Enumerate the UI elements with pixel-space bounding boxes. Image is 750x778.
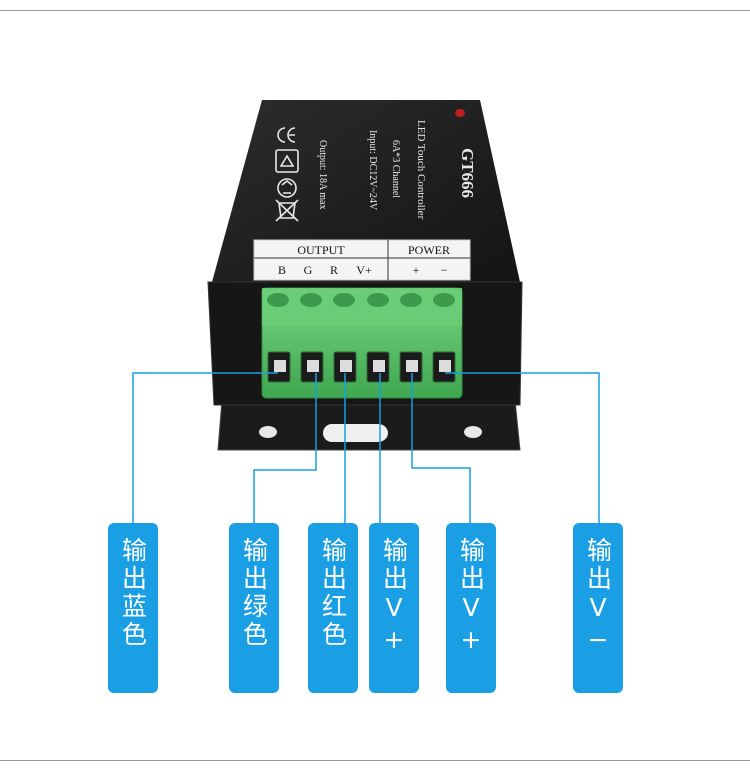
ce-mark-icon	[277, 127, 296, 143]
pin-label-r: R	[330, 263, 338, 277]
pin-label-b: B	[278, 263, 286, 277]
mount-hole-right	[464, 426, 482, 438]
label-output-red: 输出红色	[308, 523, 358, 693]
top-divider	[0, 10, 750, 11]
channel-text: 6A*3 Channel	[390, 140, 401, 198]
rohs-icon	[275, 149, 299, 173]
label-output-blue: 输出蓝色	[108, 523, 158, 693]
output-rating-text: Output: 18A max	[317, 140, 328, 209]
leader-lines	[132, 372, 600, 525]
output-title: OUTPUT	[297, 243, 345, 257]
weee-bin-icon	[275, 199, 299, 222]
pin-label-plus: +	[413, 263, 420, 277]
leader-blue	[132, 372, 278, 525]
mount-hole-left	[259, 426, 277, 438]
input-text: Input: DC12V~24V	[367, 130, 378, 211]
housing-top	[212, 100, 520, 282]
power-led	[455, 109, 465, 117]
label-output-vplus-1: 输出V+	[369, 523, 419, 693]
recycle-icon	[277, 178, 297, 198]
leader-vminus	[445, 372, 600, 525]
terminal-panel-label	[253, 239, 471, 281]
housing-printing: GT666 LED Touch Controller 6A*3 Channel …	[317, 120, 477, 220]
mount-slot	[323, 424, 388, 442]
label-output-green: 输出绿色	[229, 523, 279, 693]
leader-vplus-2	[411, 373, 471, 525]
leader-green	[253, 373, 317, 525]
bottom-divider	[0, 760, 750, 761]
label-output-vplus-2: 输出V+	[446, 523, 496, 693]
pin-label-g: G	[304, 263, 313, 277]
pin-label-minus: −	[441, 263, 448, 277]
pin-label-vplus: V+	[356, 263, 372, 277]
terminal-screws	[267, 293, 455, 307]
power-title: POWER	[408, 243, 450, 257]
product-name-text: LED Touch Controller	[415, 120, 427, 220]
label-output-vminus: 输出V−	[573, 523, 623, 693]
model-text: GT666	[458, 148, 477, 198]
